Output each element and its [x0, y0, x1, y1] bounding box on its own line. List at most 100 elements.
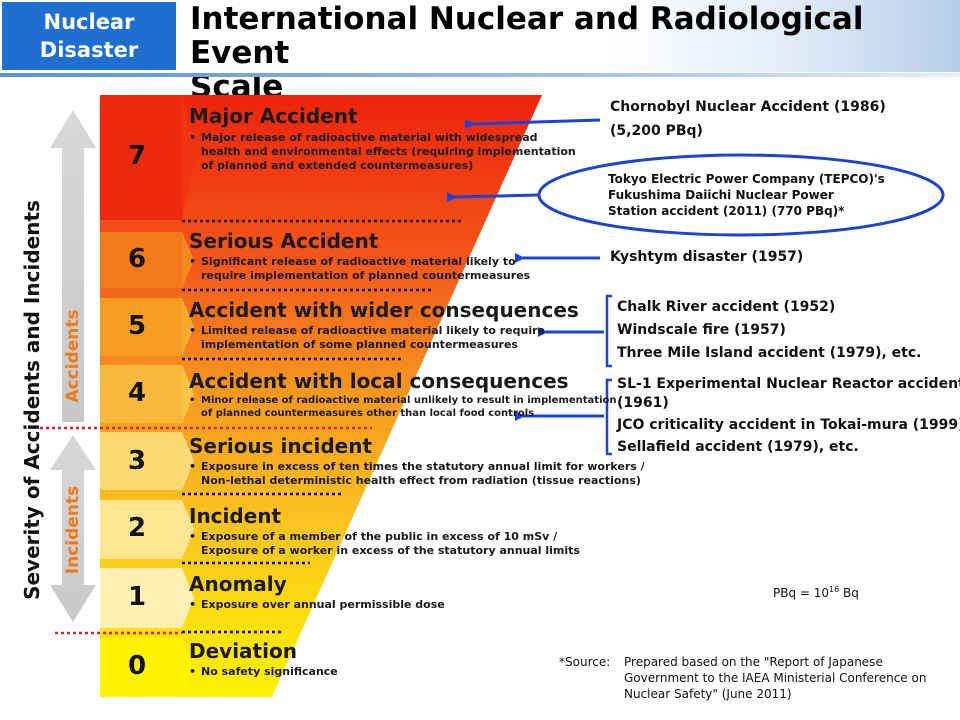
level-4-title: Accident with local consequences [189, 369, 569, 393]
kyshtym-event: Kyshtym disaster (1957) [610, 249, 804, 265]
level-6-number: 6 [127, 244, 147, 274]
source-line-1: Prepared based on the "Report of Japanes… [624, 655, 883, 669]
chornobyl-name: Chornobyl Nuclear Accident (1986) [610, 99, 886, 115]
level-5-number: 5 [127, 311, 147, 341]
level-6-description: •Significant release of radioactive mate… [189, 255, 531, 282]
fukushima-event: Tokyo Electric Power Company (TEPCO)'s F… [608, 171, 885, 219]
level-5-events: Chalk River accident (1952) Windscale fi… [617, 296, 922, 365]
level-5-desc-line-1: Limited release of radioactive material … [201, 324, 545, 337]
level-6-text: Serious Accident •Significant release of… [189, 230, 530, 283]
level-7-title: Major Accident [189, 104, 358, 128]
level-1-box [100, 568, 182, 628]
level-3-number: 3 [127, 446, 147, 476]
level-3-description: •Exposure in excess of ten times the sta… [189, 460, 645, 487]
level-6-tip [182, 232, 194, 288]
chornobyl-release: (5,200 PBq) [610, 123, 703, 139]
level-1-number: 1 [127, 582, 147, 612]
level-5-title: Accident with wider consequences [189, 298, 579, 322]
level-separators [182, 219, 462, 634]
level-0-box [100, 638, 182, 697]
level-4-desc-line-2: of planned countermeasures other than lo… [201, 408, 535, 419]
accidents-text: Accidents [63, 309, 83, 403]
level-0-text: Deviation •No safety significance [189, 640, 338, 679]
unit-note-exponent: 16 [829, 585, 840, 594]
level-1-tip [182, 568, 194, 628]
level-4-bracket [605, 378, 612, 456]
chalk-river-event: Chalk River accident (1952) [617, 299, 836, 315]
level-5-desc-line-2: implementation of some planned counterme… [201, 338, 518, 351]
incidents-arrow [50, 435, 96, 622]
three-mile-island-event: Three Mile Island accident (1979), etc. [617, 345, 922, 361]
fukushima-line-2: Fukushima Daiichi Nuclear Power [608, 188, 834, 202]
fukushima-line-1: Tokyo Electric Power Company (TEPCO)'s [608, 172, 885, 186]
level-0-description: •No safety significance [189, 665, 338, 678]
level-4-text: Accident with local consequences •Minor … [189, 370, 617, 420]
level-7-box [100, 95, 182, 220]
level-5-box [100, 298, 182, 356]
level-7-tip [182, 95, 196, 220]
level-4-number: 4 [127, 378, 147, 408]
level-4-tip [182, 365, 194, 423]
level-6-desc-line-2: require implementation of planned counte… [201, 269, 531, 282]
level-0-desc-line-1: No safety significance [201, 665, 338, 678]
header-divider [0, 73, 960, 77]
severity-funnel [100, 95, 542, 697]
level-5-description: •Limited release of radioactive material… [189, 324, 545, 351]
level-2-tip [182, 500, 194, 559]
level-1-title: Anomaly [189, 572, 287, 596]
level-2-desc-line-1: Exposure of a member of the public in ex… [201, 530, 558, 543]
unit-note-prefix: PBq = 10 [773, 586, 830, 600]
badge-line-1: Nuclear [43, 10, 135, 34]
chornobyl-event: Chornobyl Nuclear Accident (1986) (5,200… [610, 95, 886, 143]
level-4-events: SL-1 Experimental Nuclear Reactor accide… [617, 375, 960, 457]
jco-event: JCO criticality accident in Tokai-mura (… [617, 417, 960, 433]
level-4-box [100, 365, 182, 423]
level-4-desc-line-1: Minor release of radioactive material un… [201, 395, 617, 406]
level-7-desc-line-3: of planned and extended countermeasures) [201, 159, 474, 172]
source-text: Prepared based on the "Report of Japanes… [624, 654, 958, 702]
level-7-text: Major Accident •Major release of radioac… [189, 105, 576, 173]
badge-line-2: Disaster [39, 38, 139, 62]
source-line-3: Nuclear Safety" (June 2011) [624, 687, 792, 701]
level-3-title: Serious incident [189, 434, 373, 458]
level-6-title: Serious Accident [189, 229, 379, 253]
level-3-text: Serious incident •Exposure in excess of … [189, 435, 645, 488]
level-7-number: 7 [127, 141, 147, 171]
level-1-description: •Exposure over annual permissible dose [189, 598, 445, 611]
unit-note: PBq = 1016 Bq [773, 582, 859, 601]
level-7-desc-line-1: Major release of radioactive material wi… [201, 131, 538, 144]
level-0-tip [182, 638, 194, 697]
level-1-desc-line-1: Exposure over annual permissible dose [201, 598, 445, 611]
level-4-description: •Minor release of radioactive material u… [189, 395, 617, 419]
severity-axis-text: Severity of Accidents and Incidents [20, 200, 44, 600]
level-1-text: Anomaly •Exposure over annual permissibl… [189, 573, 445, 612]
level-6-box [100, 232, 182, 288]
level-3-desc-line-2: Non-lethal deterministic health effect f… [201, 474, 641, 487]
level-5-text: Accident with wider consequences •Limite… [189, 299, 579, 352]
level-2-desc-line-2: Exposure of a worker in excess of the st… [201, 544, 580, 557]
unit-note-suffix: Bq [839, 586, 859, 600]
sl1-event-line-2: (1961) [617, 395, 669, 411]
level-2-description: •Exposure of a member of the public in e… [189, 530, 580, 557]
category-badge: Nuclear Disaster [0, 0, 178, 72]
source-label: *Source: [559, 655, 611, 669]
fukushima-line-3: Station accident (2011) (770 PBq)* [608, 204, 845, 218]
level-3-tip [182, 432, 194, 490]
level-3-box [100, 432, 182, 490]
page-title: International Nuclear and Radiological E… [190, 2, 950, 104]
page-title-line-1: International Nuclear and Radiological E… [190, 1, 864, 71]
level-7-description: •Major release of radioactive material w… [189, 131, 576, 172]
source-line-2: Government to the IAEA Ministerial Confe… [624, 671, 927, 685]
event-arrows [446, 118, 604, 421]
level-2-title: Incident [189, 504, 282, 528]
accidents-arrow [50, 110, 96, 422]
windscale-event: Windscale fire (1957) [617, 322, 786, 338]
level-0-number: 0 [127, 651, 147, 681]
incidents-text: Incidents [63, 485, 83, 575]
header-bar [182, 0, 960, 72]
level-2-text: Incident •Exposure of a member of the pu… [189, 505, 580, 558]
level-6-desc-line-1: Significant release of radioactive mater… [201, 255, 516, 268]
level-0-title: Deviation [189, 639, 297, 663]
level-7-desc-line-2: health and environmental effects (requir… [201, 145, 576, 158]
